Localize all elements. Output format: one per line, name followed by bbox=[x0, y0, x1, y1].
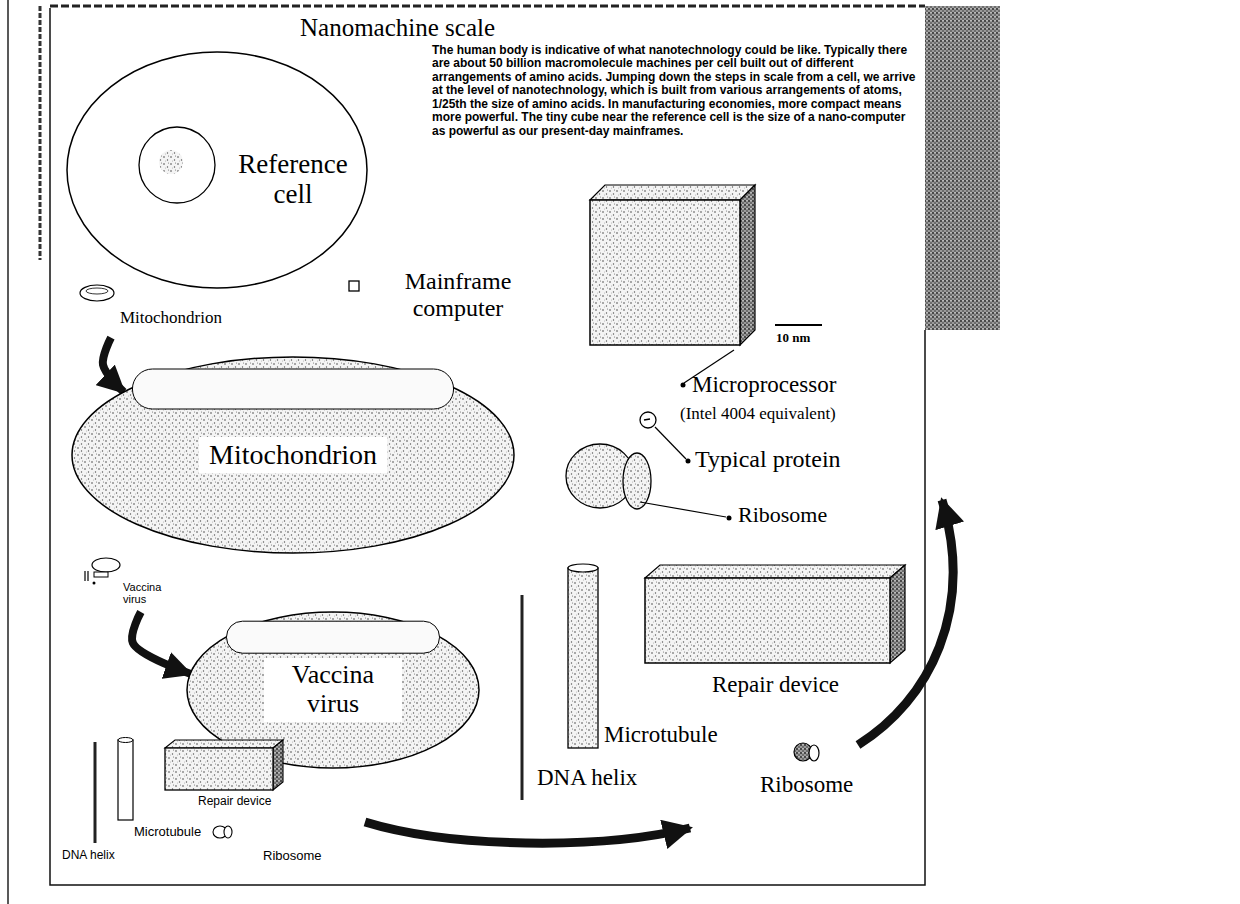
figure-frame-top bbox=[50, 5, 925, 8]
microtubule-cylinder bbox=[568, 564, 598, 748]
node-label: Mitochondrion bbox=[120, 309, 340, 328]
protein-circle bbox=[640, 412, 656, 428]
node-label: Vaccina virus bbox=[264, 658, 402, 721]
microtubule-cylinder bbox=[118, 738, 133, 821]
repair-device-box bbox=[645, 565, 905, 663]
mainframe-cube bbox=[349, 281, 359, 291]
node-label: Vaccina virus bbox=[123, 581, 181, 605]
part-label: Microtubule bbox=[134, 825, 201, 840]
leader-line bbox=[640, 502, 726, 517]
part-label: DNA helix bbox=[537, 765, 637, 791]
leader-dot bbox=[681, 383, 686, 388]
leader-dot bbox=[686, 459, 691, 464]
bigmito-shape: Mitochondrion bbox=[70, 355, 516, 555]
dna-helix-line bbox=[94, 742, 97, 843]
part-label: Ribosome bbox=[738, 503, 827, 528]
part-label: Ribosome bbox=[760, 772, 853, 798]
scale-arrow bbox=[103, 338, 124, 392]
bigvirus-shape: Vaccina virus bbox=[185, 610, 481, 770]
figure-frame bbox=[50, 8, 925, 885]
part-label: Typical protein bbox=[695, 446, 841, 473]
scale-arrow bbox=[132, 612, 190, 674]
scan-edge bbox=[39, 6, 42, 260]
leader-line bbox=[655, 427, 686, 459]
repair-device-box bbox=[165, 740, 283, 790]
scale-bar bbox=[775, 325, 822, 326]
ribosome-icon bbox=[794, 743, 819, 761]
part-label: (Intel 4004 equivalent) bbox=[680, 404, 836, 423]
part-label: Microprocessor bbox=[692, 372, 836, 398]
dna-helix-line bbox=[521, 595, 524, 800]
caption-note: The human body is indicative of what nan… bbox=[432, 44, 920, 138]
ribosome-icon bbox=[566, 444, 651, 509]
part-label: Repair device bbox=[198, 795, 271, 808]
node-label: Mitochondrion bbox=[199, 437, 387, 474]
part-label: Microtubule bbox=[604, 722, 718, 748]
part-label: Mainframe computer bbox=[378, 268, 538, 322]
part-label: Repair device bbox=[712, 672, 839, 698]
figure-title: Nanomachine scale bbox=[300, 14, 495, 42]
microprocessor-cube bbox=[590, 185, 755, 345]
part-label: Ribosome bbox=[263, 849, 322, 864]
protein-mark bbox=[644, 419, 650, 420]
part-label: DNA helix bbox=[62, 849, 115, 862]
cell-shape: Reference cell bbox=[65, 50, 369, 290]
page-edge bbox=[7, 0, 9, 904]
leader-dot bbox=[727, 516, 732, 521]
part-label: 10 nm bbox=[776, 331, 810, 346]
scale-arrow bbox=[365, 822, 690, 843]
scan-texture bbox=[925, 6, 1000, 330]
node-label: Reference cell bbox=[225, 150, 361, 209]
virus-shape: Vaccina virus bbox=[82, 556, 189, 610]
mito-shape: Mitochondrion bbox=[78, 284, 298, 336]
ribosome-icon bbox=[213, 826, 232, 838]
scale-arrow bbox=[858, 500, 953, 745]
